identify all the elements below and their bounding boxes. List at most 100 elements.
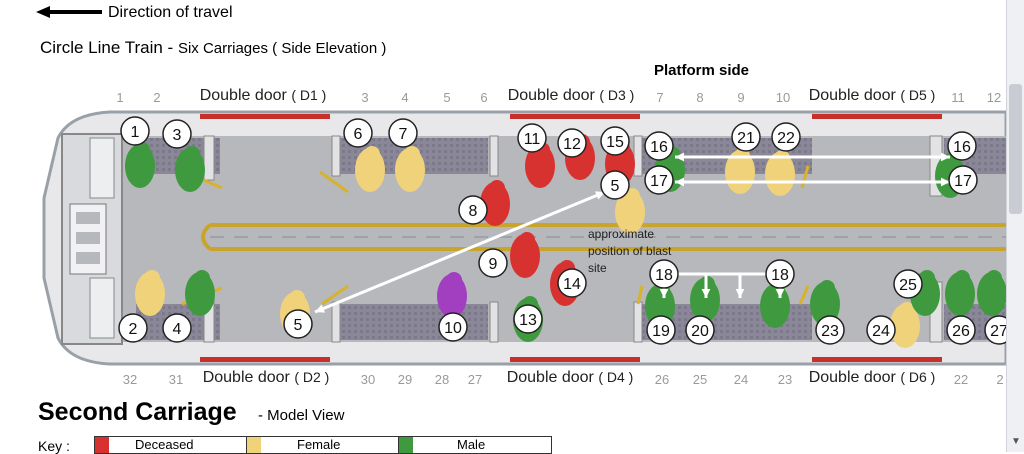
marker-number: 13 (519, 312, 537, 329)
carriage-title: Second Carriage (38, 398, 237, 426)
model-view-label: - Model View (258, 407, 345, 424)
passenger-figure (615, 188, 645, 234)
passenger-marker: 10 (438, 312, 468, 342)
marker-number: 2 (129, 321, 138, 338)
passenger-marker: 5 (600, 170, 630, 200)
marker-number: 18 (771, 267, 789, 284)
marker-number: 4 (173, 321, 182, 338)
marker-number: 6 (354, 126, 363, 143)
passenger-figure (510, 232, 540, 278)
key-male: Male (398, 436, 552, 454)
key-female: Female (246, 436, 400, 454)
passenger-figure (437, 272, 467, 318)
door-name: Double door (199, 87, 292, 104)
seat-number-bottom: 24 (733, 372, 749, 387)
seat-number-bottom: 27 (467, 372, 483, 387)
seat-number-top: 9 (737, 90, 745, 105)
marker-number: 23 (821, 323, 839, 340)
marker-number: 12 (563, 136, 581, 153)
passenger-figure (175, 146, 205, 192)
passenger-figure (185, 270, 215, 316)
passenger-figure (480, 180, 510, 226)
passenger-marker: 20 (685, 315, 715, 345)
door-code: ( D4 ) (598, 369, 634, 385)
arrow-head-icon (940, 177, 950, 187)
passenger-marker: 5 (283, 309, 313, 339)
arrow-head-icon (735, 288, 745, 298)
arrow-head-icon (675, 152, 685, 162)
passenger-marker: 13 (513, 304, 543, 334)
seat-number-top: 6 (480, 90, 488, 105)
arrow-head-icon (940, 152, 950, 162)
vertical-scrollbar[interactable]: ▼ (1006, 0, 1024, 452)
passenger-figure (977, 270, 1006, 316)
passenger-marker: 17 (948, 165, 978, 195)
seat-number-bottom: 32 (122, 372, 138, 387)
passenger-figure (890, 302, 920, 348)
direction-arrow-icon (36, 6, 102, 18)
passenger-marker: 15 (600, 126, 630, 156)
passenger-marker: 2 (118, 313, 148, 343)
scroll-down-icon[interactable]: ▼ (1011, 436, 1021, 447)
passenger-marker: 27 (984, 315, 1006, 345)
platform-side-label: Platform side (654, 62, 750, 79)
marker-number: 5 (611, 178, 620, 195)
female-swatch (247, 437, 261, 453)
passenger-marker: 8 (458, 195, 488, 225)
scrollbar-thumb[interactable] (1009, 84, 1022, 214)
marker-number: 25 (899, 277, 917, 294)
marker-number: 10 (444, 320, 462, 337)
passenger-marker: 18 (649, 259, 679, 289)
door-label-top: Double door ( D3 ) (508, 87, 635, 105)
blast-note-line-1: approximate (588, 227, 655, 241)
door-name: Double door (808, 369, 901, 386)
key-label: Key : (38, 438, 70, 454)
passenger-marker: 3 (162, 119, 192, 149)
arrow-annotations (314, 152, 950, 314)
arrow-head-icon (659, 288, 669, 298)
passenger-marker: 16 (947, 131, 977, 161)
passenger-figure (810, 280, 840, 326)
passenger-figure (135, 270, 165, 316)
direction-label: Direction of travel (108, 4, 233, 21)
passenger-marker: 25 (893, 269, 923, 299)
marker-number: 1 (131, 124, 140, 141)
seat-number-top: 2 (153, 90, 161, 105)
marker-number: 9 (489, 256, 498, 273)
blast-note-line-3: site (588, 261, 607, 275)
marker-number: 16 (650, 139, 668, 156)
seat-number-bottom: 25 (692, 372, 708, 387)
passenger-marker: 17 (644, 165, 674, 195)
seat-number-bottom: 26 (654, 372, 670, 387)
deceased-swatch (95, 437, 109, 453)
door-label-bottom: Double door ( D4 ) (507, 369, 634, 387)
arrow-head-icon (701, 288, 711, 298)
title-main: Circle Line Train - (40, 38, 174, 57)
passenger-marker: 1 (120, 116, 150, 146)
page-title: Circle Line Train - Six Carriages ( Side… (40, 38, 386, 58)
marker-number: 20 (691, 323, 709, 340)
marker-number: 22 (777, 130, 795, 147)
marker-number: 16 (953, 139, 971, 156)
marker-number: 19 (652, 323, 670, 340)
marker-number: 17 (650, 173, 668, 190)
passenger-marker: 19 (646, 315, 676, 345)
passenger-marker: 22 (771, 122, 801, 152)
passenger-marker: 11 (517, 123, 547, 153)
passenger-marker: 23 (815, 315, 845, 345)
marker-number: 3 (173, 127, 182, 144)
door-code: ( D3 ) (599, 87, 635, 103)
passenger-marker: 9 (478, 248, 508, 278)
blast-note-line-2: position of blast (588, 244, 672, 258)
marker-number: 7 (399, 126, 408, 143)
blast-note: approximate position of blast site (588, 226, 671, 277)
arrow-head-icon (675, 177, 685, 187)
seat-number-bottom: 30 (360, 372, 376, 387)
passenger-marker: 26 (946, 315, 976, 345)
marker-number: 21 (737, 130, 755, 147)
seat-number-top: 7 (656, 90, 664, 105)
seat-number-bottom: 29 (397, 372, 413, 387)
door-name: Double door (506, 369, 599, 386)
